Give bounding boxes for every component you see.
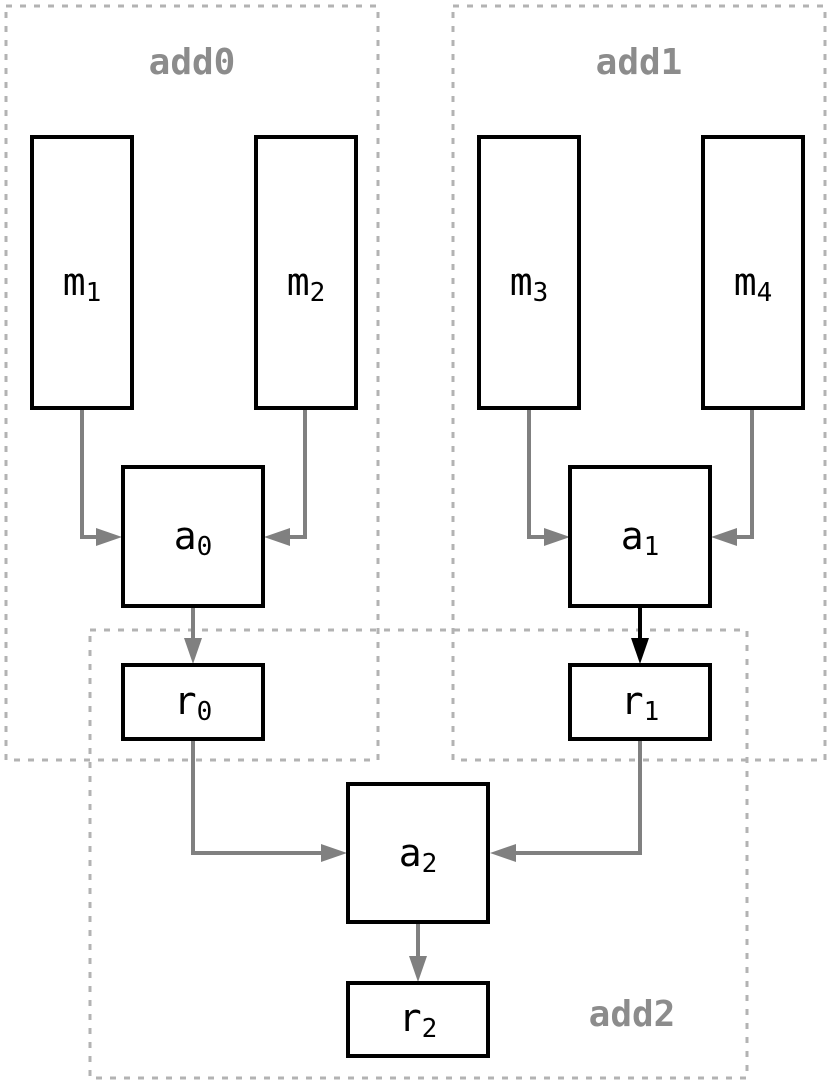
- group-label-add2: add2: [589, 994, 676, 1035]
- node-m1-label: m1: [63, 260, 102, 308]
- node-a2-box: [346, 782, 490, 924]
- edge-m2-a0: [278, 408, 307, 539]
- node-a2-label: a2: [399, 831, 438, 879]
- arrowhead-m2-a0: [264, 528, 290, 546]
- node-m4-sub: 4: [757, 278, 773, 308]
- node-r2-box: [346, 981, 490, 1058]
- node-r0-label: r0: [174, 679, 213, 727]
- node-r1: r1: [568, 663, 712, 741]
- node-m4-label: m4: [734, 260, 773, 308]
- node-m2: m2: [254, 135, 358, 410]
- node-r1-box: [568, 663, 712, 741]
- node-m3: m3: [477, 135, 581, 410]
- node-r1-sub: 1: [644, 697, 660, 727]
- arrowhead-r0-a2: [321, 844, 347, 862]
- node-m1: m1: [30, 135, 134, 410]
- node-a1-sub: 1: [644, 532, 660, 562]
- group-box-add0: [4, 4, 380, 762]
- node-m1-sub: 1: [86, 278, 102, 308]
- node-a0: a0: [121, 465, 265, 608]
- node-m2-label: m2: [287, 260, 326, 308]
- arrowhead-a1-r1: [631, 638, 649, 664]
- node-a2: a2: [346, 782, 490, 924]
- node-m4-box: [701, 135, 805, 410]
- node-a0-label: a0: [174, 514, 213, 562]
- node-m2-sub: 2: [310, 278, 326, 308]
- node-m1-box: [30, 135, 134, 410]
- node-a1-base: a: [621, 514, 644, 558]
- edge-m1-a0: [80, 408, 108, 539]
- arrowhead-r1-a2: [490, 844, 516, 862]
- node-m2-box: [254, 135, 358, 410]
- group-box-add1: [451, 4, 827, 762]
- edge-r0-a2: [191, 739, 333, 855]
- arrowhead-m3-a1: [544, 528, 570, 546]
- node-m3-label: m3: [510, 260, 549, 308]
- node-r2-base: r: [399, 996, 422, 1040]
- node-m4: m4: [701, 135, 805, 410]
- node-m3-base: m: [510, 260, 533, 304]
- node-r1-label: r1: [621, 679, 660, 727]
- arrowhead-a2-r2: [409, 956, 427, 982]
- group-box-add2: [88, 628, 749, 1080]
- node-a2-sub: 2: [422, 849, 438, 879]
- node-a0-sub: 0: [197, 532, 213, 562]
- edge-m3-a1: [527, 408, 556, 539]
- node-a0-box: [121, 465, 265, 608]
- node-r1-base: r: [621, 679, 644, 723]
- arrowhead-m4-a1: [711, 528, 737, 546]
- group-label-add0: add0: [149, 42, 236, 83]
- group-label-add1: add1: [596, 42, 683, 83]
- node-a0-base: a: [174, 514, 197, 558]
- node-r2-sub: 2: [422, 1014, 438, 1044]
- arrowhead-a0-r0: [184, 638, 202, 664]
- node-r0-sub: 0: [197, 697, 213, 727]
- node-a1: a1: [568, 465, 712, 608]
- node-r2-label: r2: [399, 996, 438, 1044]
- edges-layer: [80, 408, 754, 982]
- node-m2-base: m: [287, 260, 310, 304]
- node-r0: r0: [121, 663, 265, 741]
- node-a1-box: [568, 465, 712, 608]
- node-a1-label: a1: [621, 514, 660, 562]
- edge-m4-a1: [725, 408, 754, 539]
- node-r0-box: [121, 663, 265, 741]
- node-m3-box: [477, 135, 581, 410]
- node-m3-sub: 3: [533, 278, 549, 308]
- arrowhead-m1-a0: [96, 528, 122, 546]
- node-r0-base: r: [174, 679, 197, 723]
- node-r2: r2: [346, 981, 490, 1058]
- node-m1-base: m: [63, 260, 86, 304]
- edge-r1-a2: [504, 739, 642, 855]
- node-a2-base: a: [399, 831, 422, 875]
- node-m4-base: m: [734, 260, 757, 304]
